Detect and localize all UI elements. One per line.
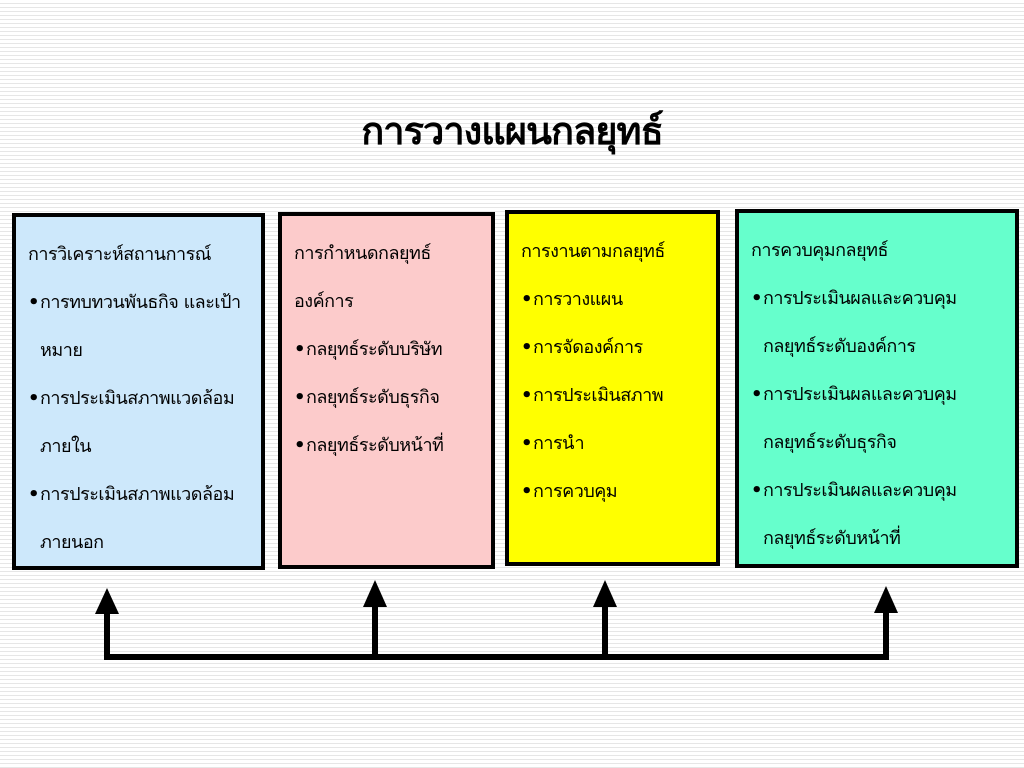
list-item: •การประเมินสภาพ <box>521 372 706 420</box>
bullet-icon: • <box>751 480 763 501</box>
bullet-icon: • <box>521 337 533 358</box>
item-text: กลยุทธ์ระดับธุรกิจ <box>306 387 440 408</box>
list-item: •กลยุทธ์ระดับธุรกิจ <box>294 374 481 422</box>
box-heading: การกำหนดกลยุทธ์องค์การ <box>294 243 431 312</box>
bullet-icon: • <box>294 339 306 360</box>
strategy-implementation-box: การงานตามกลยุทธ์ •การวางแผน •การจัดองค์ก… <box>505 210 720 566</box>
bullet-icon: • <box>521 385 533 406</box>
situation-analysis-box: การวิเคราะห์สถานการณ์ •การทบทวนพันธกิจ แ… <box>12 213 265 570</box>
list-item: •การวางแผน <box>521 276 706 324</box>
item-text: การจัดองค์การ <box>533 337 643 358</box>
list-item: •การนำ <box>521 420 706 468</box>
bullet-icon: • <box>28 388 40 409</box>
item-text: การทบทวนพันธกิจ และเป้าหมาย <box>40 292 241 361</box>
strategy-control-box: การควบคุมกลยุทธ์ •การประเมินผลและควบคุม … <box>735 209 1019 568</box>
bullet-icon: • <box>751 288 763 309</box>
bullet-icon: • <box>521 433 533 454</box>
up-arrow-icon <box>874 586 898 613</box>
bullet-icon: • <box>521 289 533 310</box>
box-heading: การควบคุมกลยุทธ์ <box>751 240 888 261</box>
item-text: การนำ <box>533 433 585 454</box>
up-arrow-icon <box>95 588 119 614</box>
up-arrow-icon <box>363 580 387 607</box>
feedback-line <box>104 612 889 660</box>
item-text: การประเมินผลและควบคุม กลยุทธ์ระดับองค์กา… <box>763 288 957 357</box>
box-heading: การวิเคราะห์สถานการณ์ <box>28 244 211 265</box>
bullet-icon: • <box>28 484 40 505</box>
bullet-icon: • <box>294 435 306 456</box>
up-arrow-icon <box>593 580 617 607</box>
list-item: •การประเมินผลและควบคุม กลยุทธ์ระดับหน้าท… <box>751 467 1013 563</box>
item-text: การประเมินสภาพ <box>533 385 664 406</box>
list-item: •กลยุทธ์ระดับบริษัท <box>294 326 481 374</box>
item-text: การควบคุม <box>533 481 618 502</box>
bullet-icon: • <box>28 292 40 313</box>
page-title: การวางแผนกลยุทธ์ <box>361 109 664 153</box>
list-item: •การประเมินสภาพแวดล้อมภายใน <box>28 375 260 471</box>
list-item: •การควบคุม <box>521 468 706 516</box>
list-item: •การทบทวนพันธกิจ และเป้าหมาย <box>28 279 260 375</box>
item-text: การประเมินสภาพแวดล้อมภายนอก <box>40 484 235 553</box>
bullet-icon: • <box>521 481 533 502</box>
list-item: •การจัดองค์การ <box>521 324 706 372</box>
list-item: •การประเมินผลและควบคุม กลยุทธ์ระดับองค์ก… <box>751 275 1013 371</box>
list-item: •กลยุทธ์ระดับหน้าที่ <box>294 422 481 470</box>
list-item: •การประเมินผลและควบคุม กลยุทธ์ระดับธุรกิ… <box>751 371 1013 467</box>
strategy-formulation-box: การกำหนดกลยุทธ์องค์การ •กลยุทธ์ระดับบริษ… <box>278 212 495 569</box>
item-text: การประเมินผลและควบคุม กลยุทธ์ระดับธุรกิจ <box>763 384 957 453</box>
item-text: การวางแผน <box>533 289 623 310</box>
box-heading: การงานตามกลยุทธ์ <box>521 241 665 262</box>
item-text: การประเมินสภาพแวดล้อมภายใน <box>40 388 235 457</box>
item-text: กลยุทธ์ระดับหน้าที่ <box>306 435 444 456</box>
item-text: กลยุทธ์ระดับบริษัท <box>306 339 443 360</box>
list-item: •การประเมินสภาพแวดล้อมภายนอก <box>28 471 260 567</box>
bullet-icon: • <box>294 387 306 408</box>
bullet-icon: • <box>751 384 763 405</box>
item-text: การประเมินผลและควบคุม กลยุทธ์ระดับหน้าที… <box>763 480 957 549</box>
